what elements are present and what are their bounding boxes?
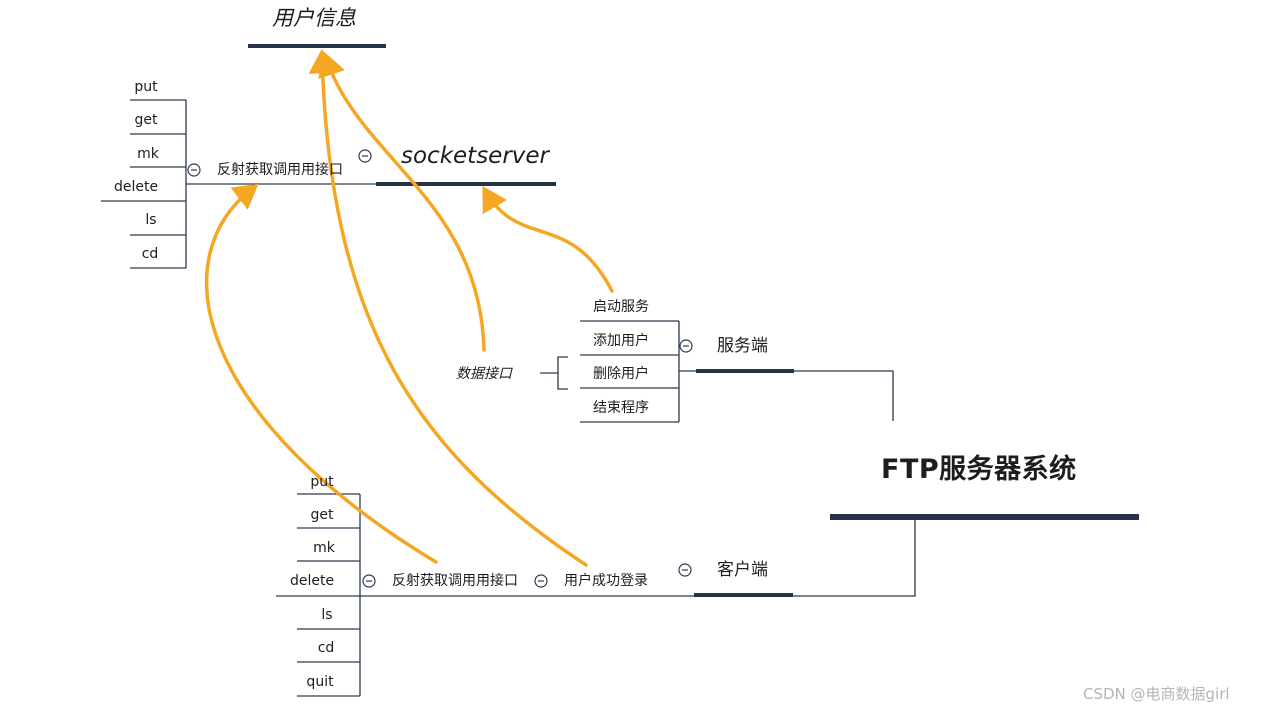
arrow-reflection-bottom-to-reflection-top: [204, 183, 438, 564]
minus-circle-icon: [678, 563, 692, 577]
bottom-command-get[interactable]: get: [310, 507, 334, 523]
bottom-command-quit[interactable]: quit: [306, 674, 334, 690]
server-item-delete-user[interactable]: 删除用户: [593, 366, 649, 382]
server-item-add-user[interactable]: 添加用户: [593, 333, 649, 349]
minus-circle-icon: [362, 574, 376, 588]
data-interface-bracket: [557, 356, 568, 390]
minus-circle-icon: [534, 574, 548, 588]
bottom-command-cd[interactable]: cd: [317, 640, 335, 656]
reflection-bottom-node[interactable]: 反射获取调用用接口: [392, 573, 518, 589]
user-info-node[interactable]: 用户信息: [272, 6, 356, 30]
arrow-data-interface-to-user-info: [318, 51, 486, 352]
server-item-end[interactable]: 结束程序: [593, 400, 649, 416]
minus-circle-icon: [679, 339, 693, 353]
top-command-put[interactable]: put: [134, 79, 158, 95]
top-command-get[interactable]: get: [134, 112, 158, 128]
root-to-server-connector: [794, 370, 894, 421]
top-command-ls[interactable]: ls: [145, 212, 157, 228]
root-to-client-connector: [793, 517, 916, 597]
data-interface-node[interactable]: 数据接口: [456, 366, 512, 382]
socketserver-node[interactable]: socketserver: [401, 143, 549, 169]
client-side-node[interactable]: 客户端: [717, 560, 768, 580]
arrow-start-service-to-socketserver: [482, 185, 614, 293]
bottom-command-mk[interactable]: mk: [313, 540, 335, 556]
top-command-cd[interactable]: cd: [141, 246, 159, 262]
bottom-command-delete[interactable]: delete: [289, 573, 335, 589]
watermark: CSDN @电商数据girl: [1083, 685, 1230, 703]
top-command-mk[interactable]: mk: [137, 146, 159, 162]
reflection-top-node[interactable]: 反射获取调用用接口: [217, 162, 343, 178]
root-node[interactable]: FTP服务器系统: [881, 454, 1077, 485]
bottom-command-ls[interactable]: ls: [321, 607, 333, 623]
top-command-delete[interactable]: delete: [113, 179, 159, 195]
server-side-node[interactable]: 服务端: [717, 336, 768, 356]
minus-circle-icon: [187, 163, 201, 177]
arrow-login-to-user-info: [308, 49, 588, 567]
server-item-start[interactable]: 启动服务: [593, 299, 649, 315]
login-success-node[interactable]: 用户成功登录: [564, 573, 648, 589]
minus-circle-icon: [358, 149, 372, 163]
bottom-command-put[interactable]: put: [310, 474, 334, 490]
